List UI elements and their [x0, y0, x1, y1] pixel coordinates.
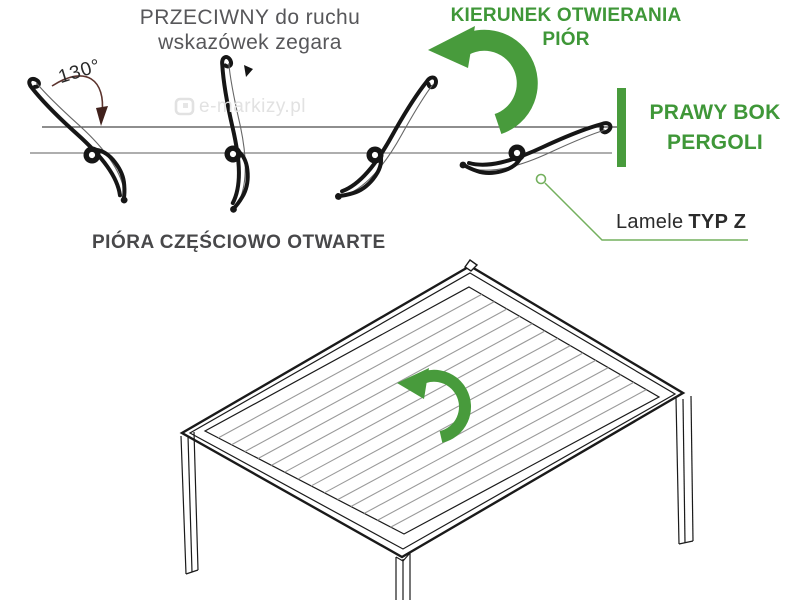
pergola-slat [337, 359, 596, 501]
ccw-arrow-top-icon [428, 26, 538, 134]
pergola-slat [218, 293, 482, 439]
side-label-bar [617, 88, 626, 167]
side-label-right-side: PRAWY BOK PERGOLI [633, 98, 797, 158]
lamella-type-label-regular: Lamele [616, 211, 684, 233]
pergola-slat [284, 330, 546, 473]
lamella-open-130 [28, 61, 133, 219]
angle-arc-arrow-icon [51, 75, 108, 126]
pergola-slats [218, 293, 647, 528]
pergola-slat [363, 374, 622, 514]
watermark-text: e-markizy.pl [199, 96, 306, 117]
pergola-slat [297, 337, 558, 480]
pergola-leg-right [675, 395, 694, 545]
pergola-leg-left [180, 431, 199, 575]
ccw-arrow-bottom-icon [397, 368, 471, 443]
pergola-slat [350, 367, 609, 508]
watermark-logo-icon [174, 97, 195, 116]
small-triangle-marker-icon [244, 65, 253, 77]
heading-counterclockwise-line2: wskazówek zegara [158, 31, 342, 54]
side-label-line1: PRAWY BOK [649, 101, 781, 124]
lamella-closed [457, 121, 613, 175]
pergola-leg-front [395, 552, 411, 600]
side-label-line2: PERGOLI [667, 131, 763, 154]
pergola-slat [244, 308, 508, 453]
heading-opening-direction-line1: KIERUNEK OTWIERANIA [450, 5, 682, 26]
pergola-slat [271, 323, 533, 466]
lamella-leader-line [535, 173, 748, 241]
heading-counterclockwise-line1: PRZECIWNY do ruchu [139, 6, 361, 29]
pergola-slat [390, 389, 647, 528]
pergola-slat [231, 301, 495, 446]
lamella-open-vertical [189, 54, 274, 217]
caption-blades-partially-open: PIÓRA CZĘŚCIOWO OTWARTE [92, 232, 386, 253]
heading-counterclockwise: PRZECIWNY do ruchu wskazówek zegara [110, 5, 390, 55]
heading-opening-direction-line2: PIÓR [542, 29, 590, 50]
lamella-type-label-bold: TYP Z [688, 211, 747, 233]
guide-rails [30, 126, 618, 154]
pergola-slat [257, 315, 520, 459]
pergola-slat [310, 345, 571, 487]
pergola-slat [377, 381, 634, 521]
lamella-half-open [311, 76, 462, 205]
heading-opening-direction: KIERUNEK OTWIERANIA PIÓR [438, 4, 694, 52]
